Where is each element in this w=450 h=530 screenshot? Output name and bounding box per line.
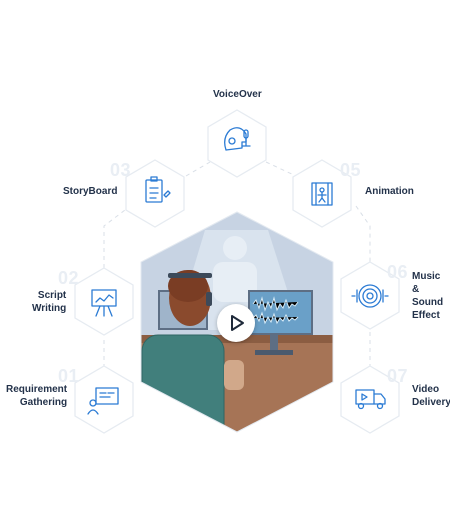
hex-requirement xyxy=(74,365,134,434)
requirement-gathering-icon xyxy=(87,387,119,415)
step-label-animation: Animation xyxy=(365,186,414,197)
play-icon xyxy=(231,315,244,331)
video-delivery-icon xyxy=(355,389,386,410)
step-label-storyboard: StoryBoard xyxy=(63,186,118,197)
step-label-requirement: Requirement Gathering xyxy=(6,384,68,408)
storyboard-icon xyxy=(145,176,171,203)
music-sound-icon xyxy=(351,284,389,308)
voiceover-icon xyxy=(224,127,251,151)
step-number: 02 xyxy=(58,268,80,288)
hex-delivery xyxy=(340,365,400,434)
hex-music xyxy=(340,261,400,330)
step-label-music-sound: Music & Sound Effect xyxy=(412,271,444,321)
script-writing-icon xyxy=(91,289,117,317)
step-label-video-delivery: Video Delivery xyxy=(412,384,450,408)
hex-voiceover xyxy=(207,109,267,178)
step-number: 01 xyxy=(58,366,80,386)
animation-icon xyxy=(311,182,333,206)
step-number: 03 xyxy=(110,160,132,180)
step-number: 05 xyxy=(340,160,362,180)
play-button[interactable] xyxy=(217,304,255,342)
step-label-voiceover: VoiceOver xyxy=(213,89,262,100)
step-label-script-writing: Script Writing xyxy=(32,290,67,314)
step-number: 06 xyxy=(387,262,409,282)
step-number: 07 xyxy=(387,366,409,386)
